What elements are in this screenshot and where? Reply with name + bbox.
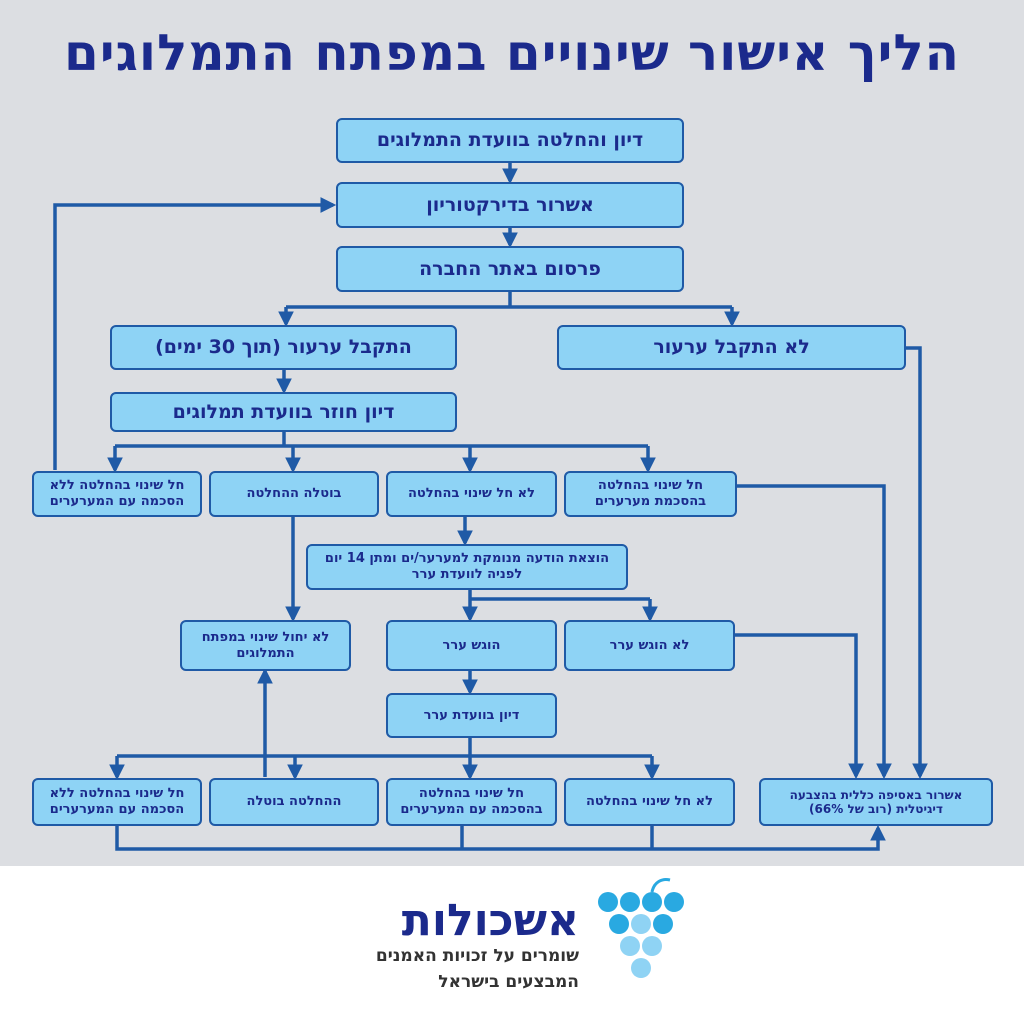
flow-connectors — [53, 163, 928, 851]
node-decision-cancelled: בוטלה ההחלטה — [209, 471, 379, 517]
node-appeal-not-filed: לא הוגש ערר — [564, 620, 735, 671]
node-royalty-committee-rediscussion: דיון חוזר בוועדת תמלוגים — [110, 392, 457, 432]
grape-logo-icon — [598, 878, 684, 978]
node-no-change-2: לא חל שינוי בהחלטה — [564, 778, 735, 826]
node-decision-cancelled-2: ההחלטה בוטלה — [209, 778, 379, 826]
node-board-approval: אשרור בדירקטוריון — [336, 182, 684, 228]
node-change-with-agreement-2: חל שינוי בהחלטה בהסכמה עם המערערים — [386, 778, 557, 826]
node-royalty-committee-discussion: דיון והחלטה בוועדת התמלוגים — [336, 118, 684, 163]
node-no-objection: לא התקבל ערעור — [557, 325, 906, 370]
node-change-with-agreement: חל שינוי בהחלטה בהסכמת מערערים — [564, 471, 737, 517]
node-objection-received: התקבל ערעור (תוך 30 ימים) — [110, 325, 457, 370]
node-appeal-filed: הוגש ערר — [386, 620, 557, 671]
brand-tagline-line-2: המבצעים בישראל — [438, 972, 579, 992]
node-reasoned-notice: הוצאת הודעה מנומקת למערער/ים ומתן 14 יום… — [306, 544, 628, 590]
node-general-assembly-approval: אשרור באסיפה כללית בהצבעה דיגיטלית (רוב … — [759, 778, 993, 826]
brand-name: אשכולות — [401, 895, 579, 946]
node-change-without-agreement: חל שינוי בהחלטה ללא הסכמה עם המערערים — [32, 471, 202, 517]
node-publish-website: פרסום באתר החברה — [336, 246, 684, 292]
footer — [0, 866, 1024, 1024]
page-title: הליך אישור שינויים במפתח התמלוגים — [64, 24, 960, 82]
node-no-change-in-royalty-key: לא יחול שינוי במפתח התמלוגים — [180, 620, 351, 671]
node-change-without-agreement-2: חל שינוי בהחלטה ללא הסכמה עם המערערים — [32, 778, 202, 826]
brand-tagline-line-1: שומרים על זכויות האמנים — [375, 946, 579, 966]
node-no-change: לא חל שינוי בהחלטה — [386, 471, 557, 517]
node-appeal-committee-discussion: דיון בוועדת ערר — [386, 693, 557, 738]
